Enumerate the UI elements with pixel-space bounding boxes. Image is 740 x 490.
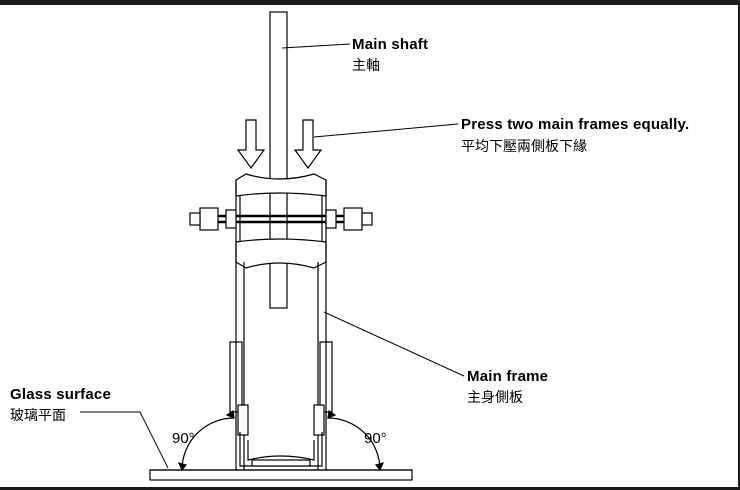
label-main-shaft-zh: 主軸 bbox=[352, 58, 380, 74]
side-frame-left bbox=[229, 262, 249, 470]
press-arrow-right bbox=[293, 119, 323, 170]
bottom-border bbox=[0, 487, 740, 490]
label-glass: Glass surface bbox=[10, 386, 111, 403]
press-arrow-left bbox=[236, 119, 266, 170]
angle-label-right: 90° bbox=[364, 430, 387, 447]
angle-arc-right bbox=[327, 417, 381, 471]
angle-arc-left bbox=[181, 417, 235, 471]
side-frame-right bbox=[313, 262, 333, 470]
leader-main-frame bbox=[323, 311, 465, 377]
label-press: Press two main frames equally. bbox=[461, 116, 690, 133]
angle-label-left: 90° bbox=[172, 430, 195, 447]
glass-plate bbox=[149, 469, 413, 481]
leader-main-shaft bbox=[281, 43, 351, 49]
tie-rod bbox=[189, 207, 373, 231]
right-border bbox=[738, 0, 740, 490]
label-main-shaft: Main shaft bbox=[352, 36, 429, 53]
main-shaft bbox=[269, 11, 288, 309]
leader-press bbox=[313, 123, 459, 138]
label-main-frame-zh: 主身側板 bbox=[467, 390, 523, 406]
label-glass-zh: 玻璃平面 bbox=[10, 408, 66, 424]
bottom-clamp bbox=[239, 432, 323, 467]
label-main-frame: Main frame bbox=[467, 368, 549, 385]
label-press-zh: 平均下壓兩側板下緣 bbox=[461, 139, 587, 155]
top-border bbox=[0, 0, 740, 5]
